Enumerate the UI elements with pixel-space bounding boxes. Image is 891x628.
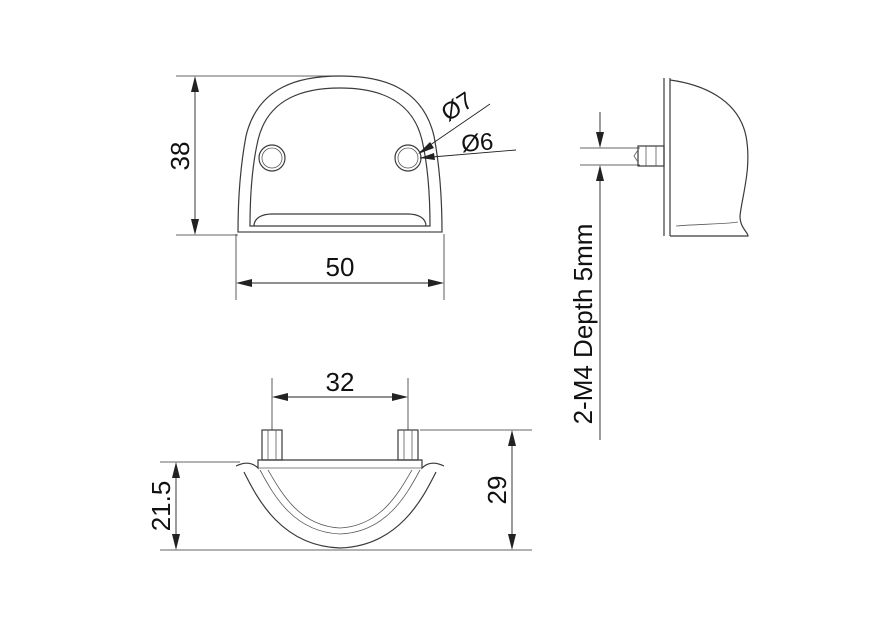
dim-left-height: 21.5 <box>146 461 340 551</box>
front-view-bowl-outer <box>243 471 437 549</box>
front-view-flange <box>235 459 445 470</box>
dim-right-height: 29 <box>340 429 532 551</box>
side-view-boss <box>637 145 665 167</box>
front-view-left-boss <box>261 429 283 461</box>
dim-hole-inner-label: Ø6 <box>460 128 494 158</box>
side-view <box>633 78 749 237</box>
dim-top-height-label: 38 <box>165 142 195 171</box>
dim-top-width-label: 50 <box>326 252 355 282</box>
front-view-right-boss <box>397 429 419 461</box>
dim-top-height: 38 <box>165 75 340 236</box>
top-view-outer-outline <box>237 75 443 233</box>
dim-hole-diameter: Ø7 Ø6 <box>418 87 517 160</box>
thread-note-label: 2-M4 Depth 5mm <box>568 224 598 425</box>
dim-top-width: 50 <box>235 234 445 300</box>
left-hole-outer <box>258 144 286 172</box>
dim-hole-spacing-label: 32 <box>326 367 355 397</box>
front-view-bowl-inner <box>259 469 421 535</box>
front-view <box>235 429 445 549</box>
dim-hole-spacing: 32 <box>271 367 409 430</box>
dim-thread: 2-M4 Depth 5mm <box>568 112 640 440</box>
top-view-lip <box>253 213 427 227</box>
side-view-profile <box>669 79 749 237</box>
top-view <box>237 75 443 233</box>
dim-right-height-label: 29 <box>482 476 512 505</box>
right-hole-outer <box>394 144 422 172</box>
dim-hole-outer-label: Ø7 <box>437 87 479 127</box>
right-hole-inner <box>397 147 419 169</box>
top-view-inner-outline <box>249 87 431 227</box>
dim-left-height-label: 21.5 <box>146 481 176 532</box>
left-hole-inner <box>261 147 283 169</box>
